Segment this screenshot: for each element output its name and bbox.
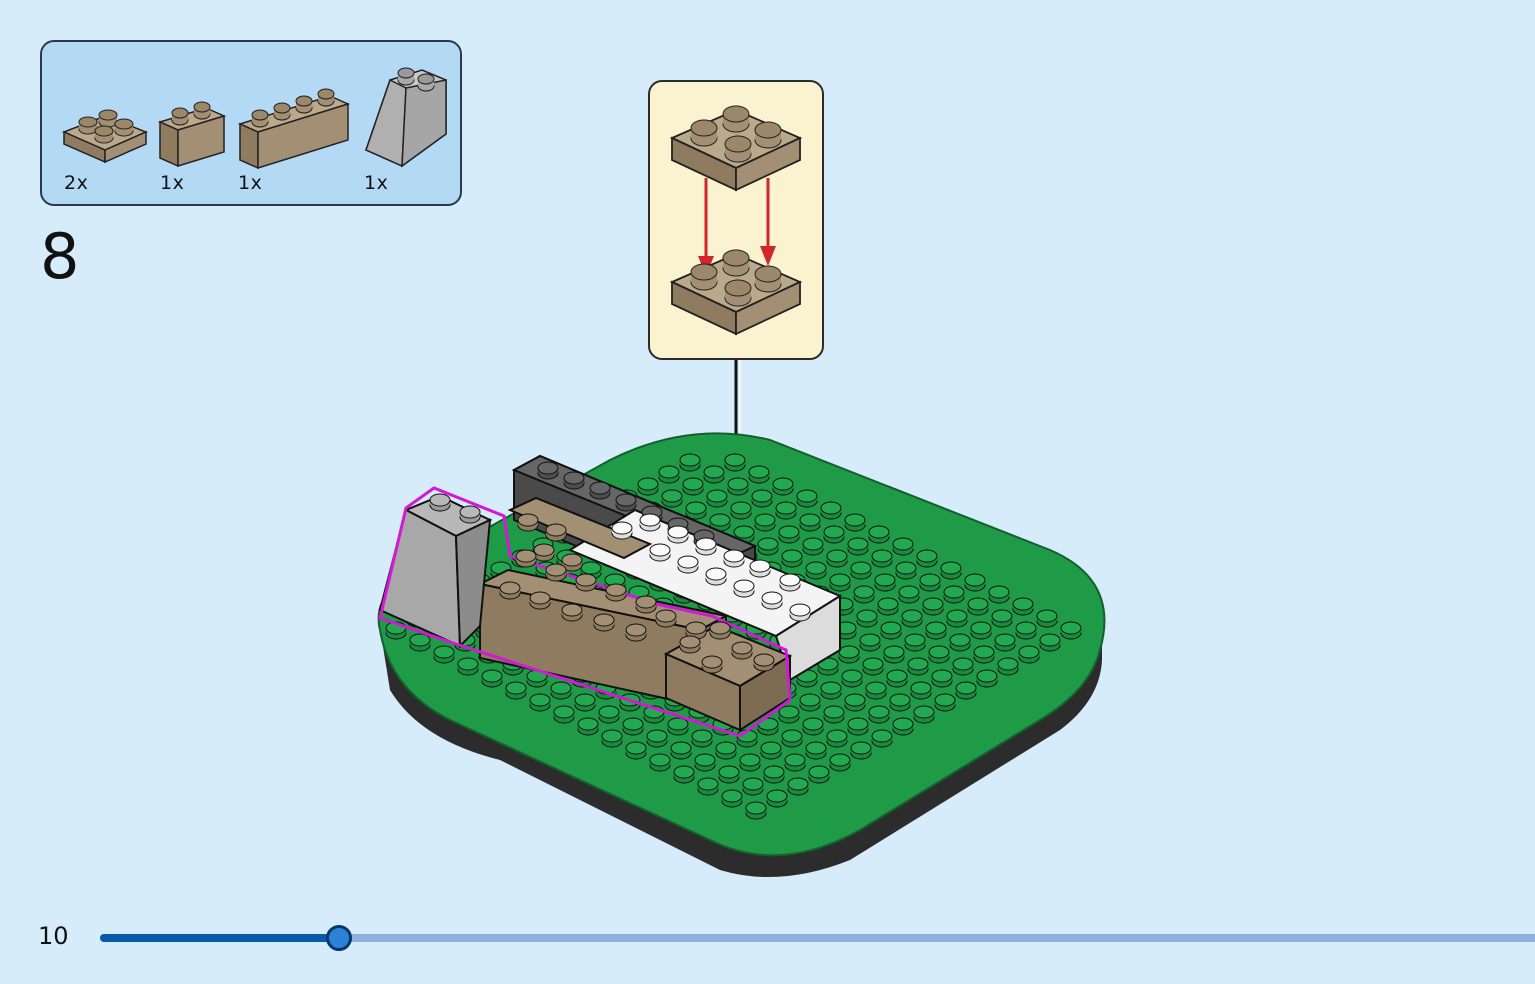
quantity-label: 1x bbox=[364, 172, 389, 194]
subassembly-callout bbox=[648, 80, 824, 360]
step-number: 8 bbox=[40, 220, 80, 293]
quantity-label: 1x bbox=[160, 172, 185, 194]
new-parts-highlight bbox=[378, 486, 792, 738]
quantity-label: 1x bbox=[238, 172, 263, 194]
tan-2x2-plate-icon bbox=[62, 109, 148, 164]
progress-handle[interactable] bbox=[326, 925, 353, 951]
model-assembly bbox=[377, 432, 1106, 878]
tan-2x2-plate-top bbox=[669, 105, 803, 192]
callout-drawing bbox=[669, 105, 803, 336]
tan-2x2-plate-bottom bbox=[669, 249, 803, 336]
progress-bar[interactable] bbox=[100, 925, 1535, 951]
brick-studs bbox=[429, 461, 811, 674]
quantity-label: 2x bbox=[64, 172, 89, 194]
page-number: 10 bbox=[38, 922, 69, 950]
tan-1x4-brick-icon bbox=[237, 88, 351, 170]
parts-list-panel: 2x 1x 1x 1x bbox=[40, 40, 462, 206]
grey-slope-brick-icon bbox=[365, 67, 447, 168]
tan-1x2-brick-icon bbox=[157, 101, 227, 168]
progress-fill bbox=[100, 934, 339, 942]
